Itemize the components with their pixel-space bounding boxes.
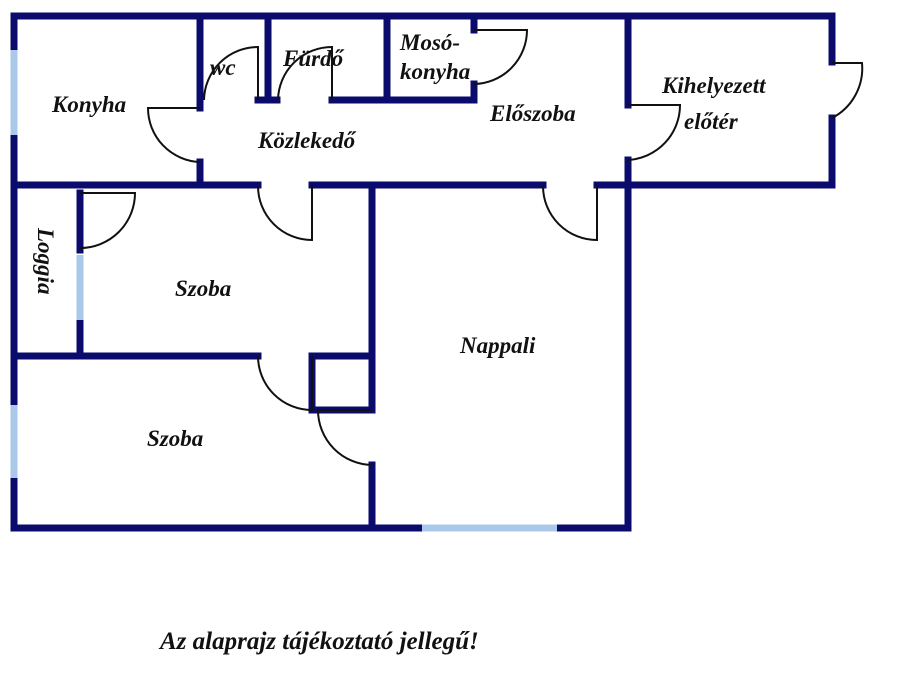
label-moso-1: Mosó-	[399, 30, 460, 55]
door-wc	[203, 45, 259, 101]
label-eloszoba: Előszoba	[489, 101, 576, 126]
room-labels: Konyha wc Fürdő Mosó- konyha Közlekedő E…	[33, 30, 766, 451]
door-nappali-closet	[316, 409, 373, 466]
door-szoba-lower	[257, 355, 313, 412]
door-entrance	[831, 62, 864, 119]
door-szoba-upper	[257, 185, 313, 242]
label-moso-2: konyha	[400, 59, 470, 84]
windows	[10, 50, 557, 532]
walls	[10, 12, 836, 532]
door-furdo	[277, 45, 333, 101]
label-szoba-upper: Szoba	[175, 276, 231, 301]
door-kihelyezett	[627, 104, 682, 161]
label-kihelyezett-1: Kihelyezett	[661, 73, 766, 98]
label-kihelyezett-2: előtér	[684, 109, 739, 134]
label-nappali: Nappali	[459, 333, 536, 358]
door-konyha	[146, 107, 201, 163]
label-furdo: Fürdő	[282, 46, 345, 71]
door-nappali-eloszoba	[542, 185, 598, 242]
label-szoba-lower: Szoba	[147, 426, 203, 451]
label-kozlekedo: Közlekedő	[257, 128, 357, 153]
disclaimer-note: Az alaprajz tájékoztató jellegű!	[158, 628, 479, 655]
door-loggia	[79, 192, 137, 249]
label-wc: wc	[210, 55, 236, 80]
door-mosokonyha	[473, 29, 529, 85]
doors	[79, 29, 864, 466]
label-konyha: Konyha	[51, 92, 126, 117]
label-loggia: Loggia	[33, 227, 58, 294]
